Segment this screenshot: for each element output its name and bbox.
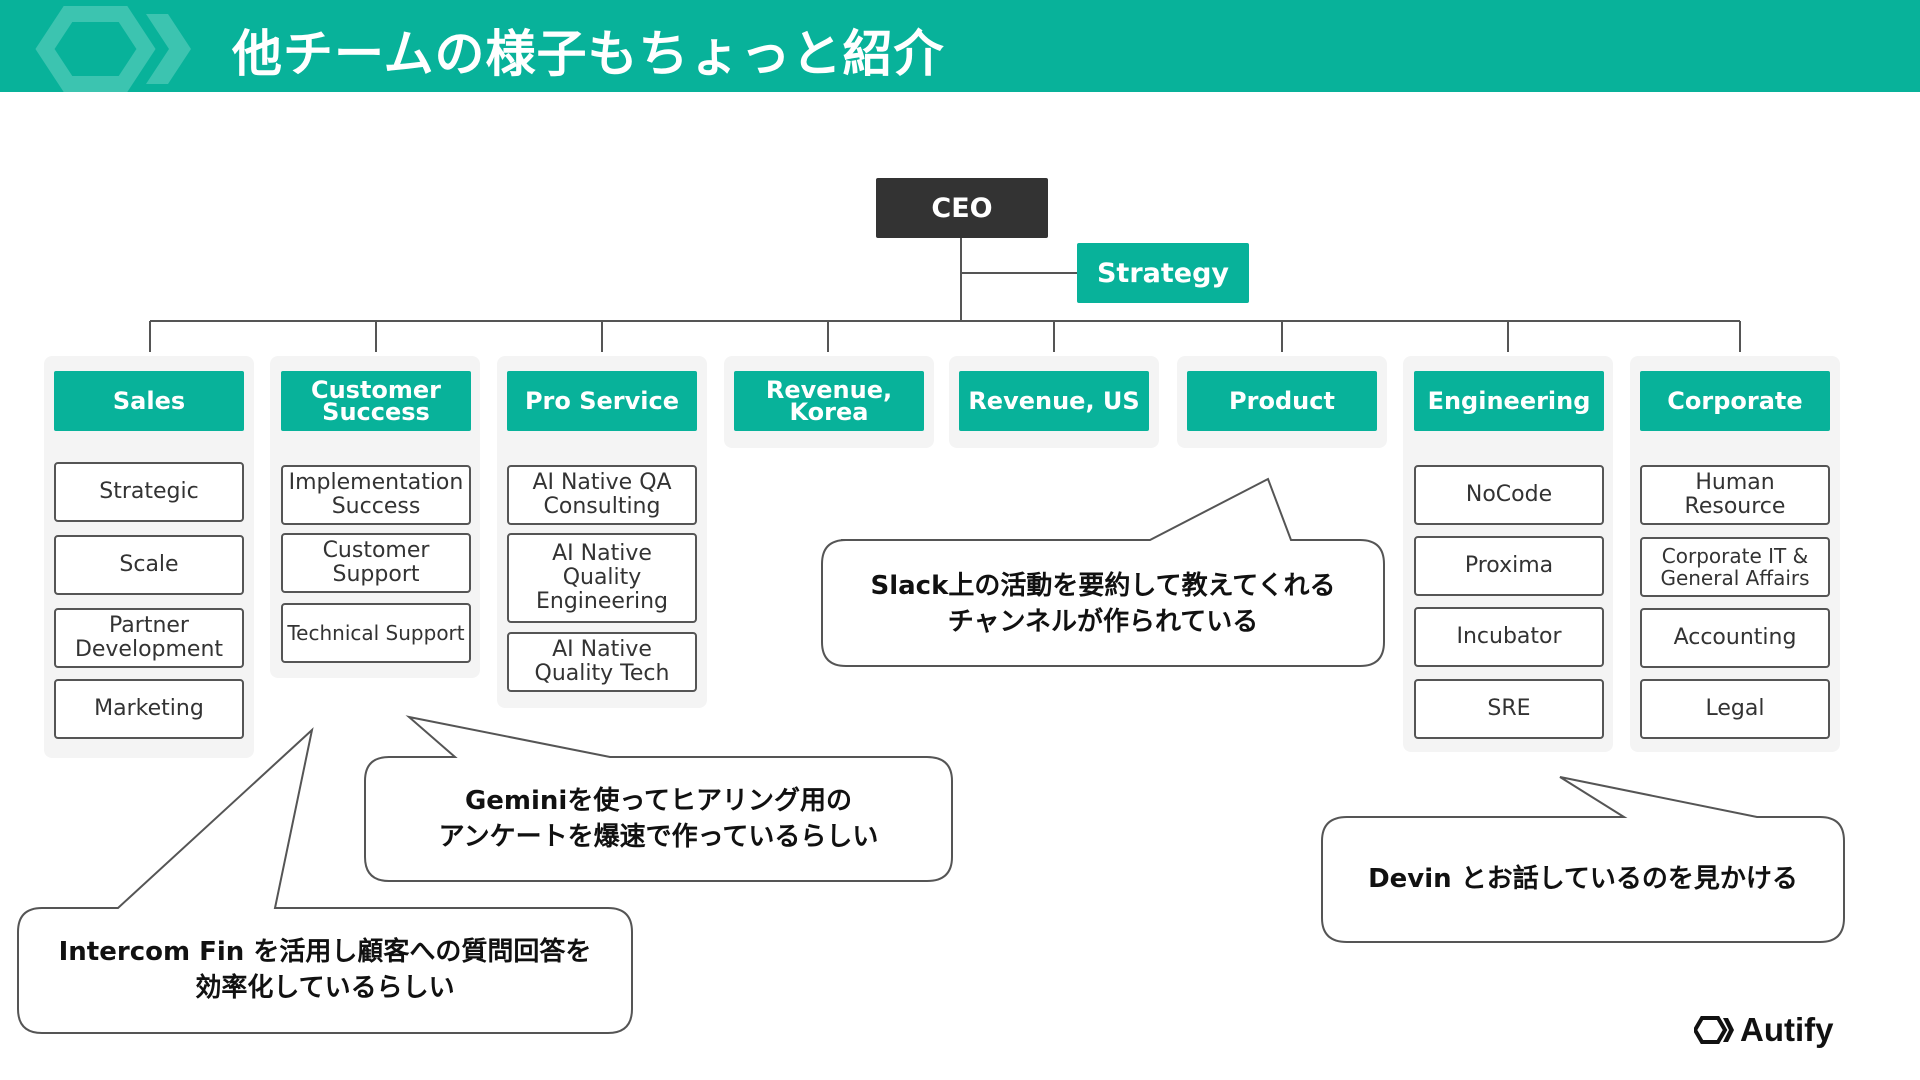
header-bar: 他チームの様子もちょっと紹介 [0,0,1920,92]
autify-mark-icon [1694,1016,1734,1044]
team-ai-native-quality-engineering: AI Native Quality Engineering [507,533,697,623]
intercom-callout-text: Intercom Fin を活用し顧客への質問回答を 効率化しているらしい [18,934,632,1006]
slack-bubble-shape [821,477,1385,667]
team-marketing: Marketing [54,679,244,739]
intercom-callout-line: Intercom Fin を活用し顧客への質問回答を [58,937,592,967]
brand-name: Autify [1740,1011,1834,1048]
devin-callout-line: Devin とお話しているのを見かける [1368,864,1798,894]
team-corporate-it-general-affairs: Corporate IT & General Affairs [1640,537,1830,597]
gemini-callout-text: Geminiを使ってヒアリング用の アンケートを爆速で作っているらしい [365,783,952,855]
team-strategic: Strategic [54,462,244,522]
autify-watermark-icon [35,6,191,92]
team-implementation-success: Implementation Success [281,465,471,525]
team-human-resource: Human Resource [1640,465,1830,525]
team-legal: Legal [1640,679,1830,739]
team-scale: Scale [54,535,244,595]
dept-customer-success: Customer Success [281,371,471,431]
team-partner-development: Partner Development [54,608,244,668]
strategy-box: Strategy [1077,243,1249,303]
team-customer-support: Customer Support [281,533,471,593]
slack-callout-text: Slack上の活動を要約して教えてくれる チャンネルが作られている [822,568,1384,640]
dept-product: Product [1187,371,1377,431]
gemini-callout-line: アンケートを爆速で作っているらしい [438,822,879,852]
gemini-bubble-shape [364,715,953,882]
gemini-callout-line: Geminiを使ってヒアリング用の [464,786,853,816]
team-ai-native-qa-consulting: AI Native QA Consulting [507,465,697,525]
dept-pro-service: Pro Service [507,371,697,431]
team-nocode: NoCode [1414,465,1604,525]
team-incubator: Incubator [1414,607,1604,667]
team-technical-support: Technical Support [281,603,471,663]
page-title: 他チームの様子もちょっと紹介 [232,25,945,83]
dept-corporate: Corporate [1640,371,1830,431]
team-ai-native-quality-tech: AI Native Quality Tech [507,632,697,692]
ceo-box: CEO [876,178,1048,238]
dept-revenue-us: Revenue, US [959,371,1149,431]
intercom-bubble-shape [17,727,633,1034]
slack-callout-line: Slack上の活動を要約して教えてくれる [870,571,1336,601]
dept-engineering: Engineering [1414,371,1604,431]
slack-callout-line: チャンネルが作られている [947,607,1259,637]
autify-logo: Autify [1694,1008,1834,1052]
team-accounting: Accounting [1640,608,1830,668]
devin-bubble-shape [1321,776,1845,943]
dept-sales: Sales [54,371,244,431]
devin-callout-text: Devin とお話しているのを見かける [1322,861,1844,897]
team-sre: SRE [1414,679,1604,739]
dept-revenue-korea: Revenue, Korea [734,371,924,431]
team-proxima: Proxima [1414,536,1604,596]
intercom-callout-line: 効率化しているらしい [195,973,455,1003]
